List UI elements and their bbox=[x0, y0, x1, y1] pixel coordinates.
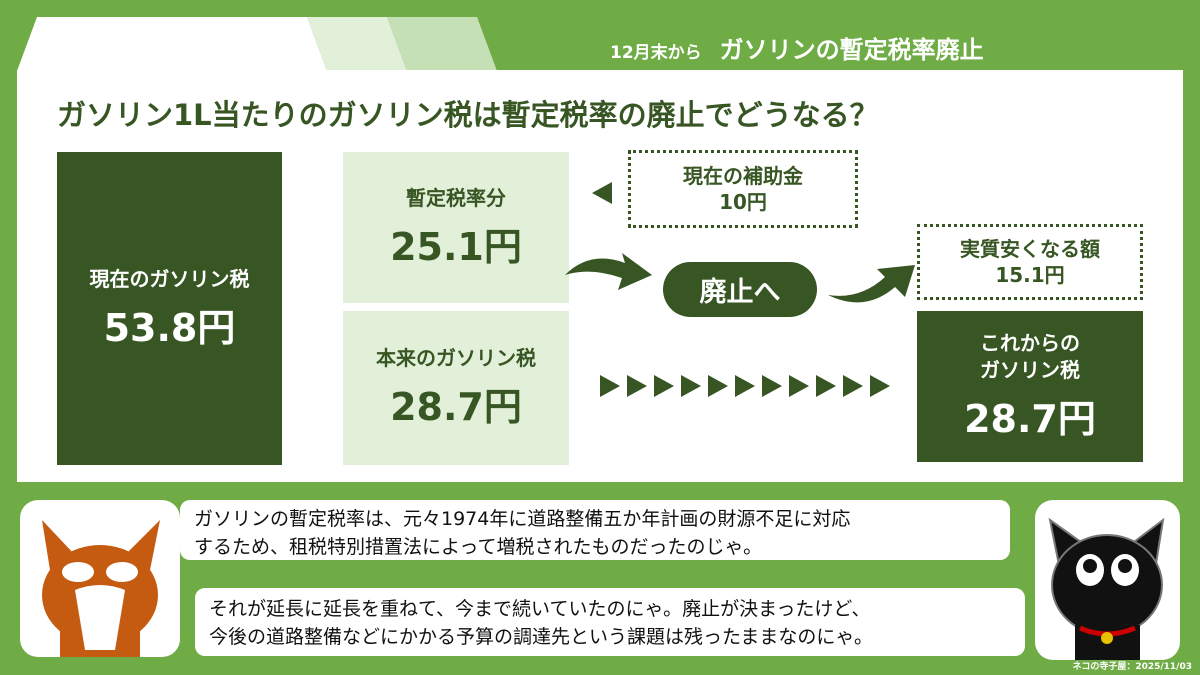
abolish-pill: 廃止へ bbox=[663, 262, 817, 317]
dialog-line: 今後の道路整備などにかかる予算の調達先という課題は残ったままなのにゃ。 bbox=[209, 625, 874, 648]
header-title: ガソリンの暫定税率廃止 bbox=[719, 36, 984, 64]
triangle-arrows-icon bbox=[600, 375, 890, 397]
future-tax-value: 28.7円 bbox=[964, 397, 1096, 441]
current-tax-label: 現在のガソリン税 bbox=[89, 266, 250, 291]
future-tax-label: これからの bbox=[980, 331, 1080, 355]
dialog-line: するため、租税特別措置法によって増税されたものだったのじゃ。 bbox=[194, 535, 763, 558]
savings-label: 実質安くなる額 bbox=[960, 237, 1100, 261]
dialog-line: それが延長に延長を重ねて、今まで続いていたのにゃ。廃止が決まったけど、 bbox=[209, 598, 871, 620]
subsidy-value: 10円 bbox=[719, 190, 767, 214]
subsidy-box: 現在の補助金 10円 bbox=[628, 150, 858, 228]
savings-value: 15.1円 bbox=[995, 263, 1065, 287]
provisional-label: 暫定税率分 bbox=[406, 185, 506, 210]
dialog-line: ガソリンの暫定税率は、元々1974年に道路整備五か年計画の財源不足に対応 bbox=[194, 508, 851, 530]
header-tab-shape bbox=[17, 17, 497, 71]
future-tax-box: これからの ガソリン税 28.7円 bbox=[917, 311, 1143, 462]
provisional-box: 暫定税率分 25.1円 bbox=[343, 152, 569, 303]
speech-bubble-black-cat: それが延長に延長を重ねて、今まで続いていたのにゃ。廃止が決まったけど、 今後の道… bbox=[195, 588, 1025, 656]
future-tax-label: ガソリン税 bbox=[980, 358, 1080, 382]
current-tax-box: 現在のガソリン税 53.8円 bbox=[57, 152, 282, 465]
original-box: 本来のガソリン税 28.7円 bbox=[343, 311, 569, 465]
old-cat-box bbox=[20, 500, 180, 660]
curved-arrow-icon bbox=[565, 253, 652, 290]
original-value: 28.7円 bbox=[390, 385, 522, 429]
savings-box: 実質安くなる額 15.1円 bbox=[917, 224, 1143, 300]
page-title: ガソリン1L当たりのガソリン税は暫定税率の廃止でどうなる？ bbox=[57, 98, 879, 132]
header-subtitle: 12月末から bbox=[610, 43, 702, 63]
header: 12月末からガソリンの暫定税率廃止 bbox=[610, 30, 984, 65]
original-label: 本来のガソリン税 bbox=[376, 346, 536, 370]
provisional-value: 25.1円 bbox=[390, 224, 522, 269]
left-triangle-icon bbox=[592, 182, 612, 204]
orange-cat-icon bbox=[42, 520, 160, 660]
current-tax-value: 53.8円 bbox=[103, 305, 236, 350]
credit: ネコの寺子屋：2025/11/03 bbox=[1072, 662, 1193, 672]
subsidy-label: 現在の補助金 bbox=[683, 164, 803, 188]
black-cat-icon bbox=[1048, 517, 1165, 660]
speech-bubble-old-cat: ガソリンの暫定税率は、元々1974年に道路整備五か年計画の財源不足に対応 するた… bbox=[180, 500, 1010, 560]
black-cat-box bbox=[1035, 500, 1180, 660]
curved-arrow-icon bbox=[828, 265, 915, 303]
